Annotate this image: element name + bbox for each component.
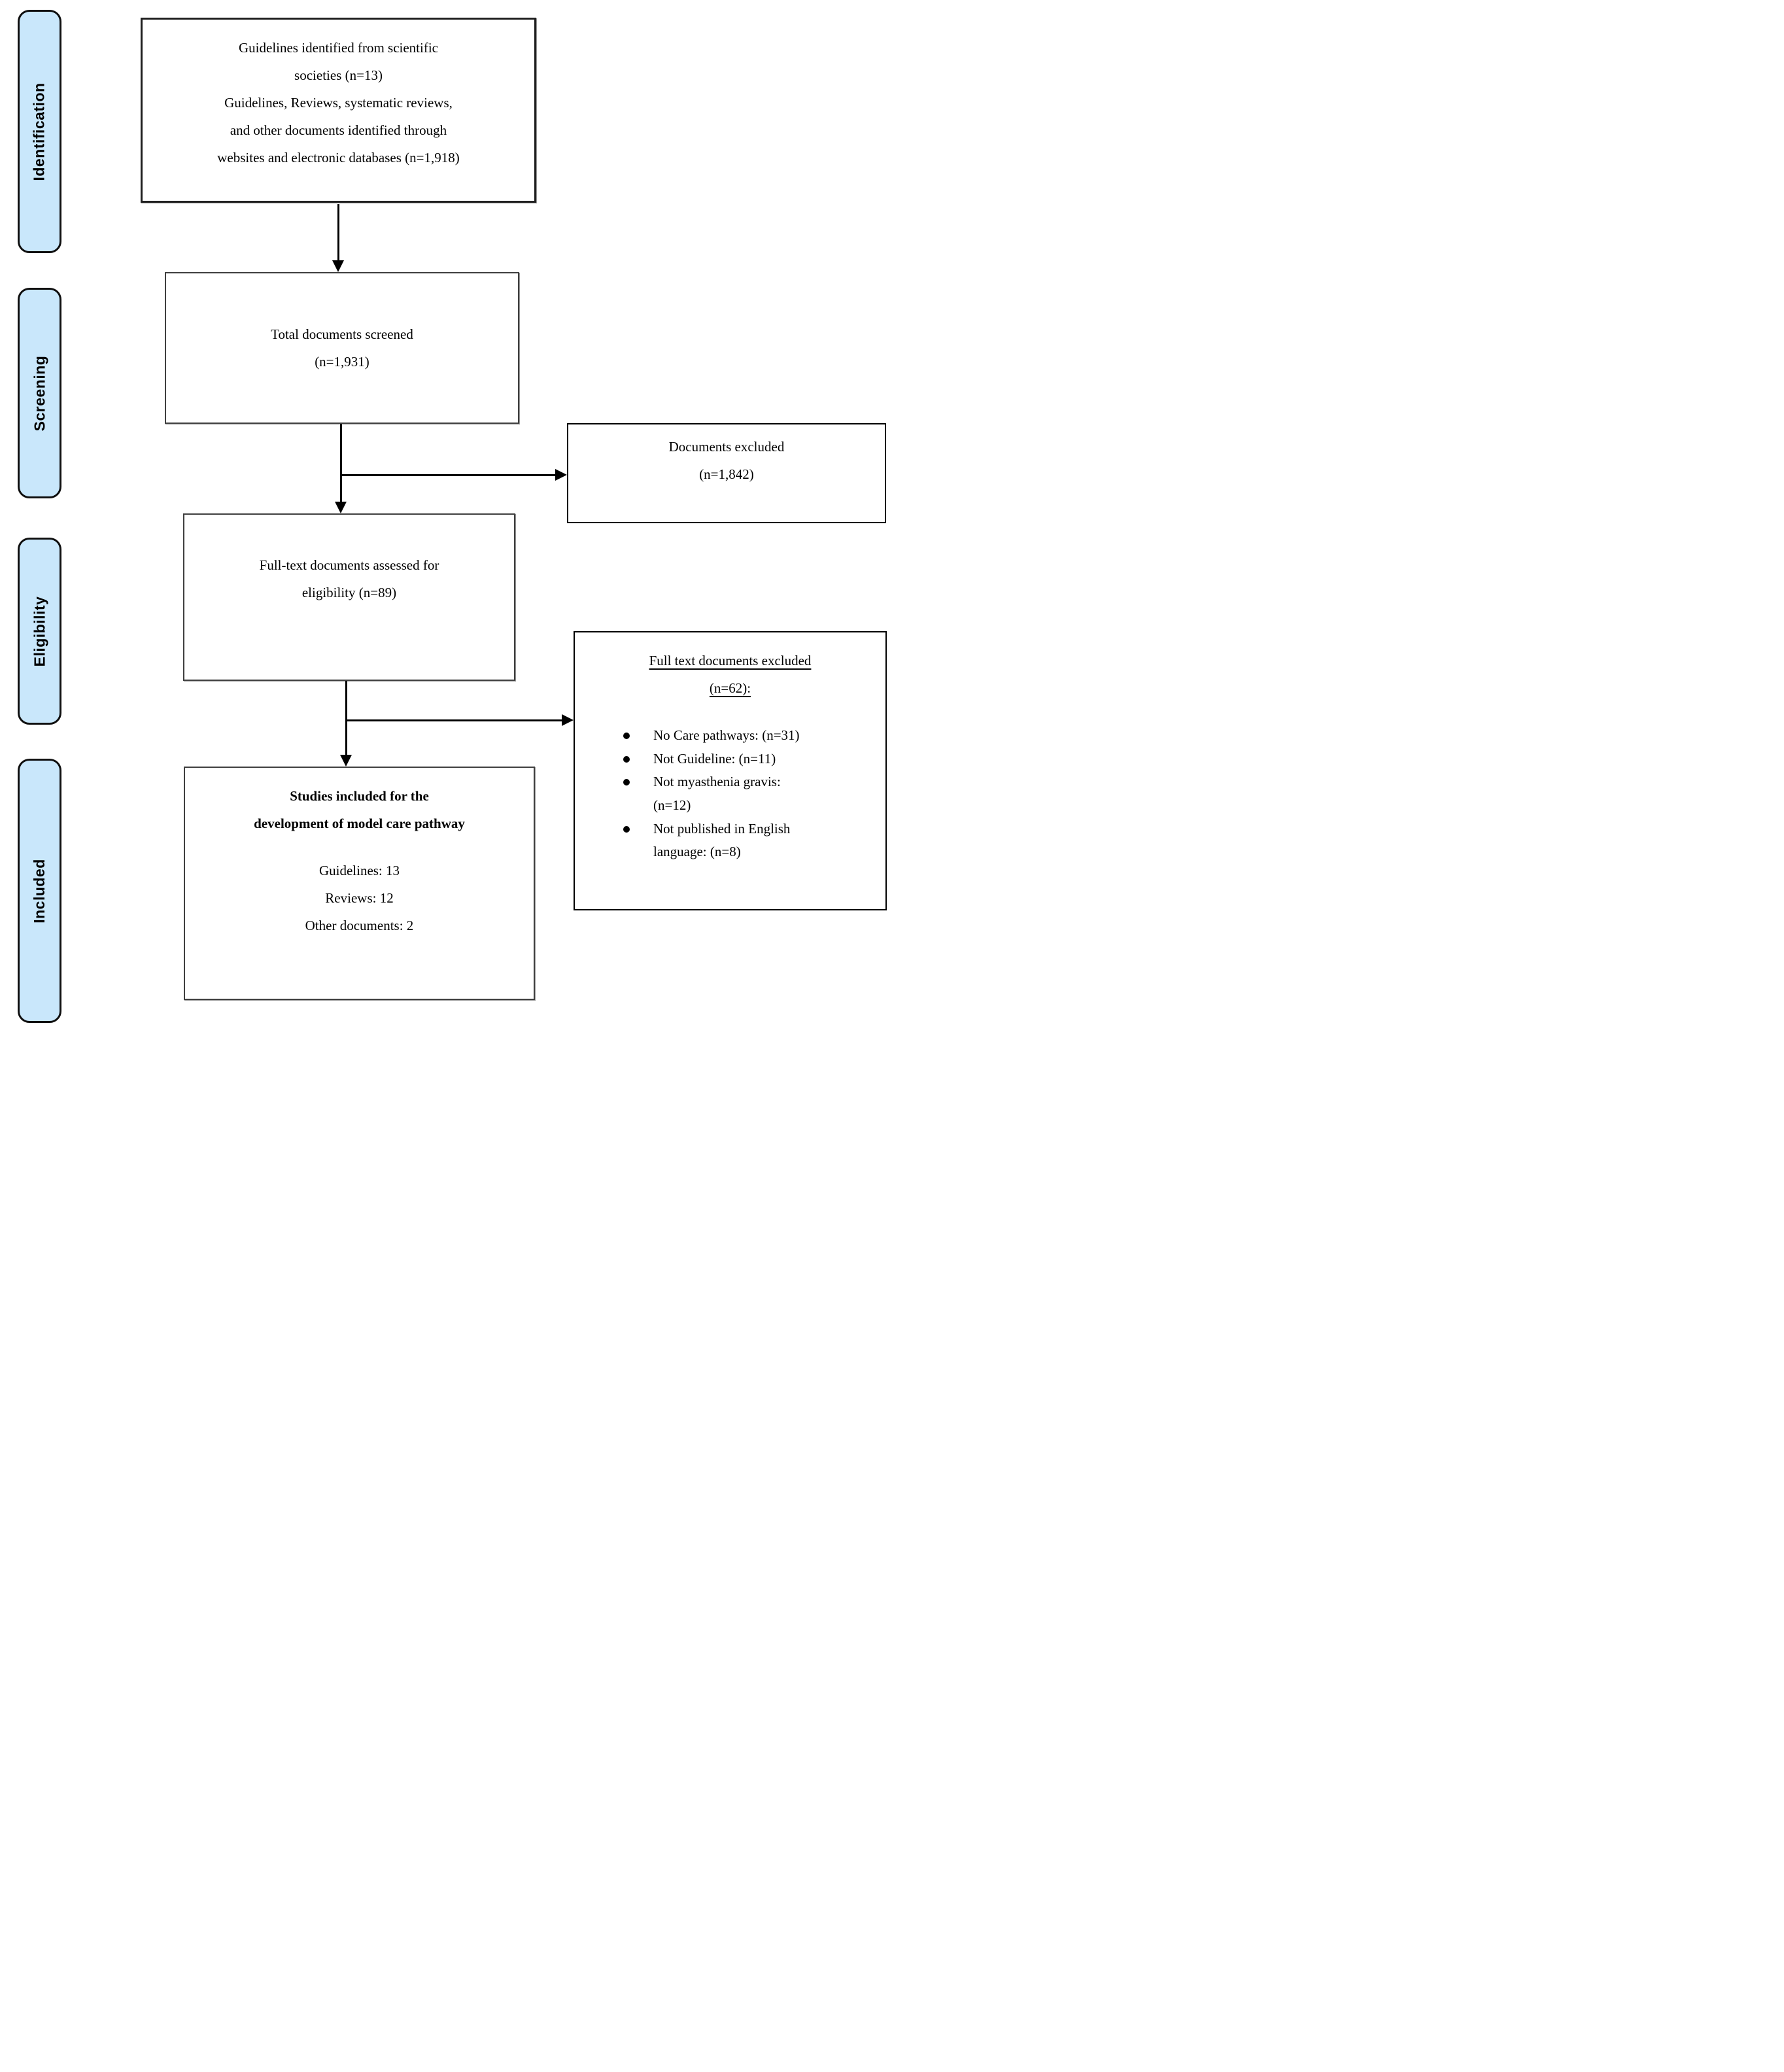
arrowhead-right-documents-excluded (555, 469, 567, 481)
included-box-items: Guidelines: 13 Reviews: 12 Other documen… (185, 857, 534, 939)
connector-screening-to-eligibility (340, 424, 342, 502)
bullet-icon (623, 755, 630, 763)
stage-label-eligibility: Eligibility (31, 596, 48, 666)
excluded-reason-text: Not myasthenia gravis: (n=12) (653, 774, 781, 814)
excluded-reason-text: Not published in English language: (n=8) (653, 820, 791, 860)
connector-screening-to-excluded (340, 474, 557, 476)
screening-box: Total documents screened (n=1,931) (165, 272, 519, 424)
fulltext-excluded-list: No Care pathways: (n=31) Not Guideline: … (575, 724, 885, 864)
documents-excluded-text: Documents excluded (n=1,842) (668, 438, 785, 482)
excluded-reason-item: Not published in English language: (n=8) (623, 818, 885, 864)
bullet-icon (623, 779, 630, 786)
included-box-title: Studies included for the development of … (254, 788, 465, 831)
connector-identification-to-screening (337, 204, 339, 262)
screening-box-text: Total documents screened (n=1,931) (271, 326, 413, 370)
identification-box: Guidelines identified from scientific so… (141, 18, 536, 203)
bullet-icon (623, 825, 630, 833)
excluded-reason-item: No Care pathways: (n=31) (623, 724, 885, 748)
prisma-flow-diagram: Identification Screening Eligibility Inc… (0, 0, 892, 1036)
stage-pill-eligibility: Eligibility (18, 538, 61, 725)
excluded-reason-text: Not Guideline: (n=11) (653, 750, 776, 767)
included-item: Guidelines: 13 (318, 863, 400, 878)
stage-pill-included: Included (18, 759, 61, 1023)
excluded-reason-item: Not Guideline: (n=11) (623, 748, 885, 771)
stage-label-screening: Screening (31, 355, 48, 431)
included-item: Other documents: 2 (305, 918, 414, 933)
stage-pill-screening: Screening (18, 288, 61, 498)
identification-box-text: Guidelines identified from scientific so… (217, 40, 460, 165)
fulltext-excluded-box: Full text documents excluded (n=62): No … (574, 631, 887, 910)
included-item: Reviews: 12 (325, 890, 394, 906)
fulltext-excluded-title: Full text documents excluded (n=62): (649, 653, 812, 696)
stage-label-included: Included (31, 858, 48, 924)
stage-pill-identification: Identification (18, 10, 61, 253)
connector-eligibility-to-included (345, 681, 347, 755)
stage-label-identification: Identification (31, 82, 48, 181)
bullet-icon (623, 733, 630, 739)
documents-excluded-box: Documents excluded (n=1,842) (567, 423, 886, 523)
connector-eligibility-to-excluded (345, 719, 562, 721)
arrowhead-down-included (340, 755, 352, 767)
eligibility-box: Full-text documents assessed for eligibi… (183, 513, 515, 681)
arrowhead-down-eligibility (335, 502, 347, 513)
excluded-reason-item: Not myasthenia gravis: (n=12) (623, 770, 885, 817)
included-box: Studies included for the development of … (184, 767, 535, 1000)
eligibility-box-text: Full-text documents assessed for eligibi… (259, 557, 439, 600)
arrowhead-right-fulltext-excluded (562, 714, 574, 726)
arrowhead-down-screening (332, 260, 344, 272)
excluded-reason-text: No Care pathways: (n=31) (653, 727, 800, 743)
